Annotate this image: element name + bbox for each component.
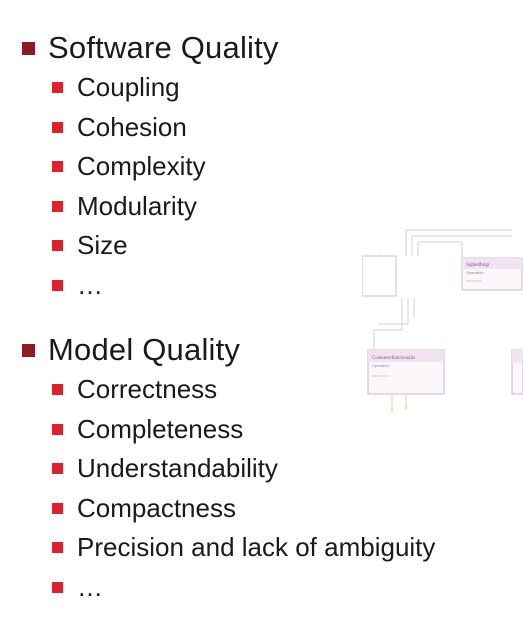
- square-bullet-icon: [22, 41, 35, 55]
- list-item: Compactness: [52, 489, 435, 529]
- diagram-node-2: Customerfunctionalis Operation: [367, 349, 445, 395]
- list-item: Complexity: [52, 147, 279, 187]
- list-item-text: Size: [77, 230, 128, 261]
- square-bullet-icon: [22, 343, 35, 357]
- list-item-text: Precision and lack of ambiguity: [77, 532, 436, 563]
- square-bullet-icon: [52, 384, 63, 396]
- square-bullet-icon: [52, 121, 63, 133]
- list-item-text: Correctness: [77, 374, 218, 405]
- list-item-text: …: [77, 571, 103, 602]
- bullet-list: Correctness Completeness Understandabili…: [52, 370, 435, 607]
- list-item-text: …: [77, 269, 103, 300]
- list-item: Precision and lack of ambiguity: [52, 528, 435, 568]
- diagram-node-2-subtitle: Operation: [372, 363, 390, 368]
- square-bullet-icon: [52, 502, 63, 514]
- section-heading-text: Model Quality: [48, 332, 241, 367]
- list-item: Understandability: [52, 449, 435, 489]
- list-item: …: [52, 266, 279, 306]
- section-model-quality: Model Quality Correctness Completeness U…: [22, 330, 435, 607]
- list-item: Correctness: [52, 370, 435, 410]
- square-bullet-icon: [52, 161, 63, 173]
- square-bullet-icon: [52, 542, 63, 554]
- list-item: Completeness: [52, 410, 435, 450]
- list-item-text: Coupling: [77, 72, 180, 103]
- list-item: Modularity: [52, 187, 279, 227]
- list-item: Cohesion: [52, 108, 279, 148]
- diagram-node-1-subtitle: Operation: [466, 270, 484, 275]
- list-item-text: Cohesion: [77, 111, 187, 142]
- list-item: …: [52, 568, 435, 608]
- square-bullet-icon: [52, 240, 63, 252]
- list-item-text: Complexity: [77, 151, 206, 182]
- list-item-text: Modularity: [77, 190, 197, 221]
- square-bullet-icon: [52, 279, 63, 291]
- diagram-node-2-title: Customerfunctionalis: [372, 356, 415, 361]
- list-item-text: Understandability: [77, 453, 278, 484]
- section-heading-text: Software Quality: [48, 30, 279, 65]
- bullet-list: Coupling Cohesion Complexity Modularity …: [52, 68, 279, 305]
- list-item: Coupling: [52, 68, 279, 108]
- square-bullet-icon: [52, 581, 63, 593]
- square-bullet-icon: [52, 82, 63, 94]
- square-bullet-icon: [52, 463, 63, 475]
- background-diagram: Sighedfuigr Operation Customerfunctional…: [362, 220, 523, 420]
- list-item-text: Completeness: [77, 413, 244, 444]
- square-bullet-icon: [52, 200, 63, 212]
- list-item: Size: [52, 226, 279, 266]
- square-bullet-icon: [52, 423, 63, 435]
- section-software-quality: Software Quality Coupling Cohesion Compl…: [22, 28, 279, 305]
- section-heading: Model Quality: [22, 330, 435, 370]
- diagram-node-1: Sighedfuigr Operation: [461, 257, 523, 291]
- diagram-node-1-title: Sighedfuigr: [466, 263, 490, 268]
- section-heading: Software Quality: [22, 28, 279, 68]
- list-item-text: Compactness: [77, 492, 236, 523]
